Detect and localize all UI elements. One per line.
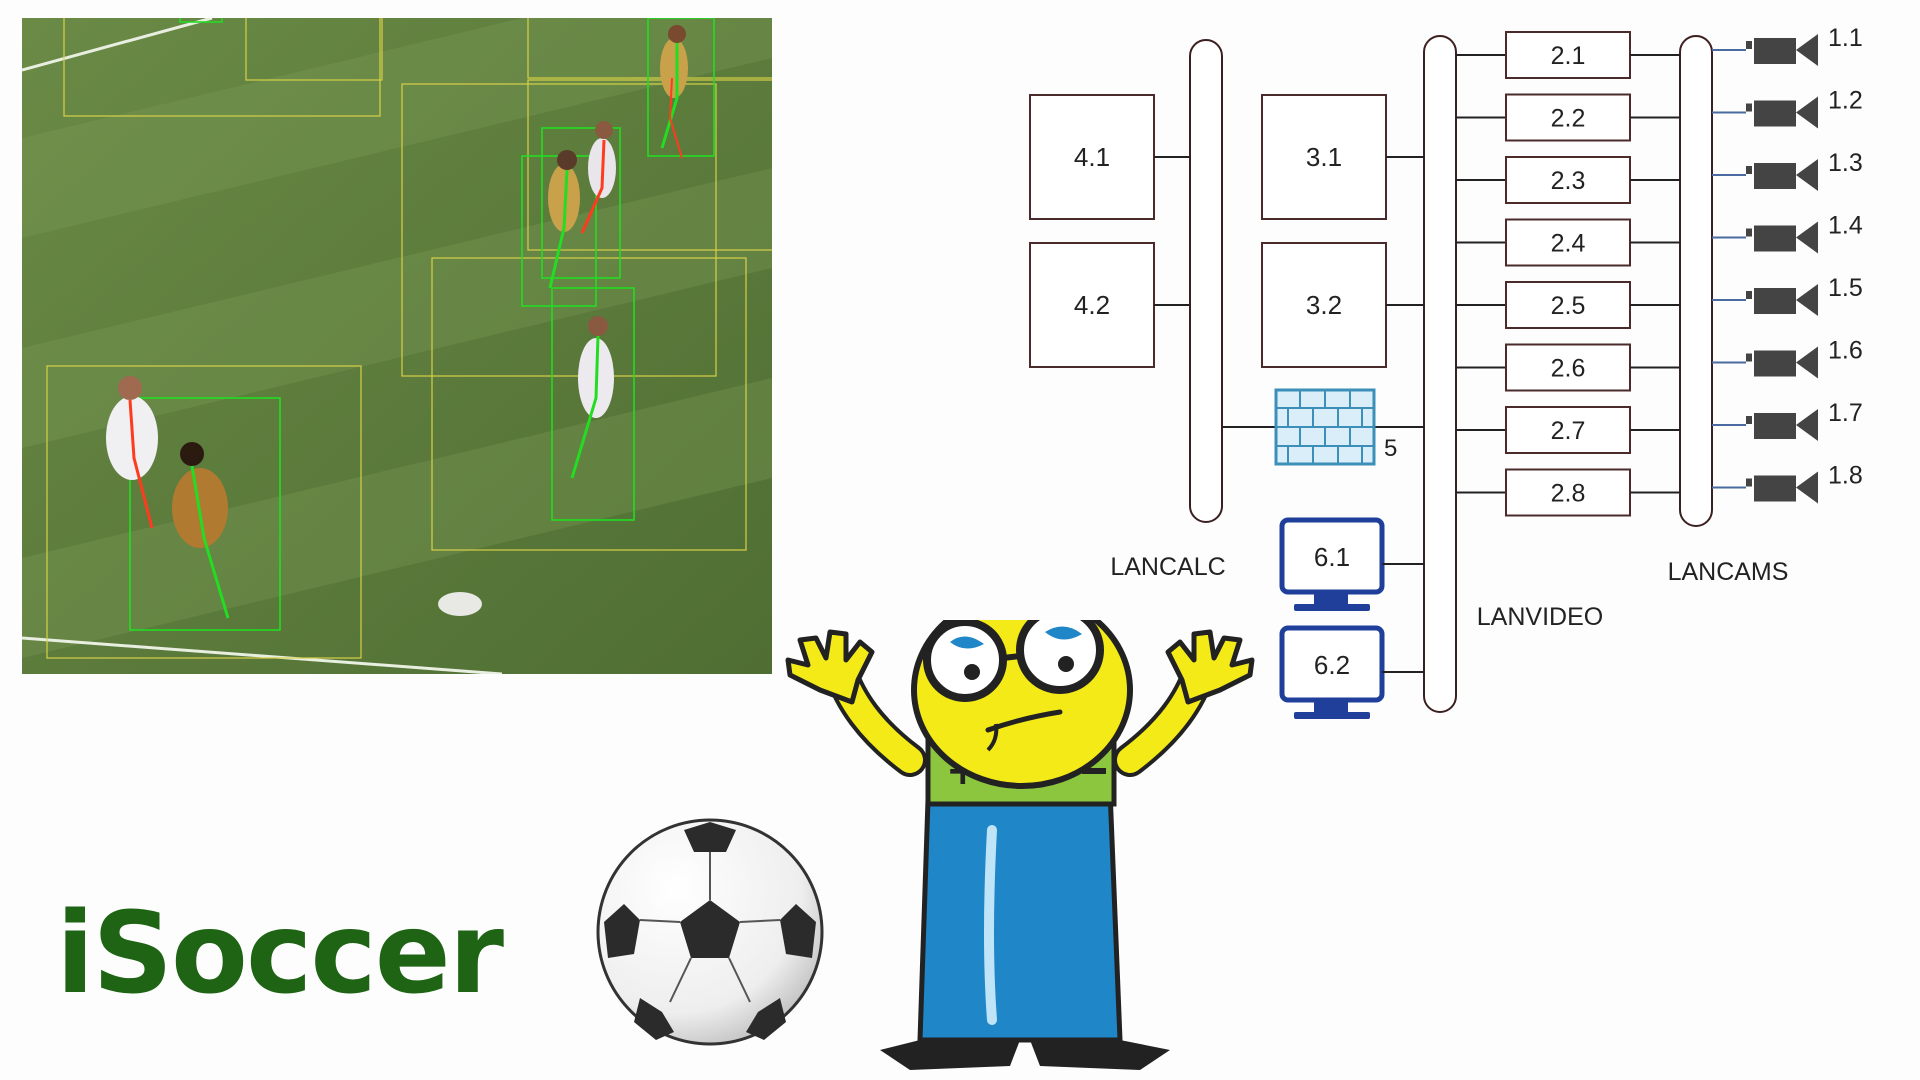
player <box>106 376 158 529</box>
pitch-background <box>22 18 772 674</box>
video-node-label: 2.3 <box>1551 167 1586 195</box>
camera-icon <box>1754 100 1796 127</box>
camera-icon <box>1746 228 1752 237</box>
camera-icon <box>1754 225 1796 252</box>
camera-icon <box>1754 163 1796 189</box>
svg-text:4.2: 4.2 <box>1074 290 1110 320</box>
camera-icon <box>1746 103 1752 112</box>
network-static: LANCALC LANVIDEO LANCAMS 4.1 4.2 3.1 3.2 <box>1029 35 1789 719</box>
camera-label: 1.8 <box>1828 462 1863 490</box>
page-title: iSoccer <box>56 889 504 1019</box>
bus-label-lancams: LANCAMS <box>1668 558 1789 586</box>
pitch-stripe <box>22 168 772 448</box>
mascot-character: + <box>785 620 1255 1070</box>
video-node-label: 2.2 <box>1551 105 1586 133</box>
bbox <box>431 257 747 551</box>
video-node-label: 2.5 <box>1551 292 1586 320</box>
camera-label: 1.4 <box>1828 212 1863 240</box>
camera-label: 1.6 <box>1828 337 1863 365</box>
camera-label: 1.3 <box>1828 149 1863 177</box>
player <box>172 442 230 619</box>
bus-label-lancalc: LANCALC <box>1110 553 1225 581</box>
camera-icon <box>1746 41 1752 49</box>
camera-icon <box>1746 478 1752 487</box>
camera-icon <box>1796 346 1818 379</box>
node-3-2: 3.2 <box>1261 242 1387 368</box>
firewall-icon <box>1274 388 1376 466</box>
soccer-ball-icon <box>596 818 824 1046</box>
camera-icon <box>1754 350 1796 377</box>
camera-icon <box>1746 353 1752 362</box>
camera-icon <box>1796 159 1818 191</box>
video-node-label: 2.7 <box>1551 417 1586 445</box>
video-node-box <box>1505 281 1631 329</box>
camera-icon <box>1754 475 1796 502</box>
node-3-1: 3.1 <box>1261 94 1387 220</box>
video-node-label: 2.6 <box>1551 355 1586 383</box>
bbox-group <box>46 18 772 659</box>
bbox-green <box>541 127 621 279</box>
monitor-icon: 6.2 <box>1279 625 1385 719</box>
camera-icon <box>1746 166 1752 174</box>
pose-detection-photo <box>22 18 772 674</box>
bbox <box>245 18 383 81</box>
match-ball <box>438 592 482 616</box>
video-node-box <box>1505 343 1631 392</box>
network-rows: 2.1 2.2 2.3 2.4 2.5 2.6 2.7 2.8 1.1 1.2 1.3 1.4 1.5 1… <box>1456 24 1863 517</box>
bbox-green <box>179 18 223 23</box>
bbox <box>527 18 772 79</box>
camera-icon <box>1796 284 1818 316</box>
pitch-stripe <box>22 378 772 658</box>
video-node-label: 2.1 <box>1551 42 1586 70</box>
camera-icon <box>1796 34 1818 66</box>
camera-icon <box>1796 221 1818 254</box>
bbox <box>63 18 381 117</box>
video-node-box <box>1505 406 1631 454</box>
firewall-label: 5 <box>1384 435 1397 462</box>
video-node-box <box>1505 218 1631 267</box>
player <box>580 121 616 234</box>
pitch-stripe <box>22 18 772 238</box>
display-node-6-2: 6.2 <box>1314 650 1350 680</box>
camera-icon <box>1754 413 1796 439</box>
bbox <box>401 83 717 377</box>
svg-text:4.1: 4.1 <box>1074 142 1110 172</box>
camera-icon <box>1746 416 1752 424</box>
monitor-icon: 6.1 <box>1279 517 1385 611</box>
network-diagram: LANCALC LANVIDEO LANCAMS 4.1 4.2 3.1 3.2 <box>1029 24 1863 719</box>
field-line <box>22 18 213 72</box>
camera-icon <box>1746 291 1752 299</box>
bus-lanvideo <box>1423 35 1457 713</box>
video-node-label: 2.4 <box>1551 230 1586 258</box>
svg-text:3.1: 3.1 <box>1306 142 1342 172</box>
camera-label: 1.7 <box>1828 399 1863 427</box>
camera-icon <box>1796 96 1818 129</box>
bus-label-lanvideo: LANVIDEO <box>1477 603 1603 631</box>
camera-icon <box>1796 471 1818 504</box>
camera-label: 1.2 <box>1828 87 1863 115</box>
bbox <box>527 79 772 251</box>
bbox <box>46 365 362 659</box>
display-node-6-1: 6.1 <box>1314 542 1350 572</box>
video-node-box <box>1505 156 1631 204</box>
camera-label: 1.1 <box>1828 24 1863 52</box>
video-node-box <box>1505 31 1631 79</box>
camera-icon <box>1754 38 1796 64</box>
camera-icon <box>1754 288 1796 314</box>
camera-icon <box>1796 409 1818 441</box>
player <box>660 25 688 159</box>
svg-text:3.2: 3.2 <box>1306 290 1342 320</box>
player <box>570 316 614 479</box>
node-4-1: 4.1 <box>1029 94 1155 220</box>
node-4-2: 4.2 <box>1029 242 1155 368</box>
bbox-green <box>129 397 281 631</box>
bus-lancalc <box>1189 39 1223 523</box>
camera-label: 1.5 <box>1828 274 1863 302</box>
bbox-green <box>551 287 635 521</box>
bus-lancams <box>1679 35 1713 527</box>
video-node-label: 2.8 <box>1551 480 1586 508</box>
field-line <box>22 636 503 674</box>
player <box>548 150 580 289</box>
